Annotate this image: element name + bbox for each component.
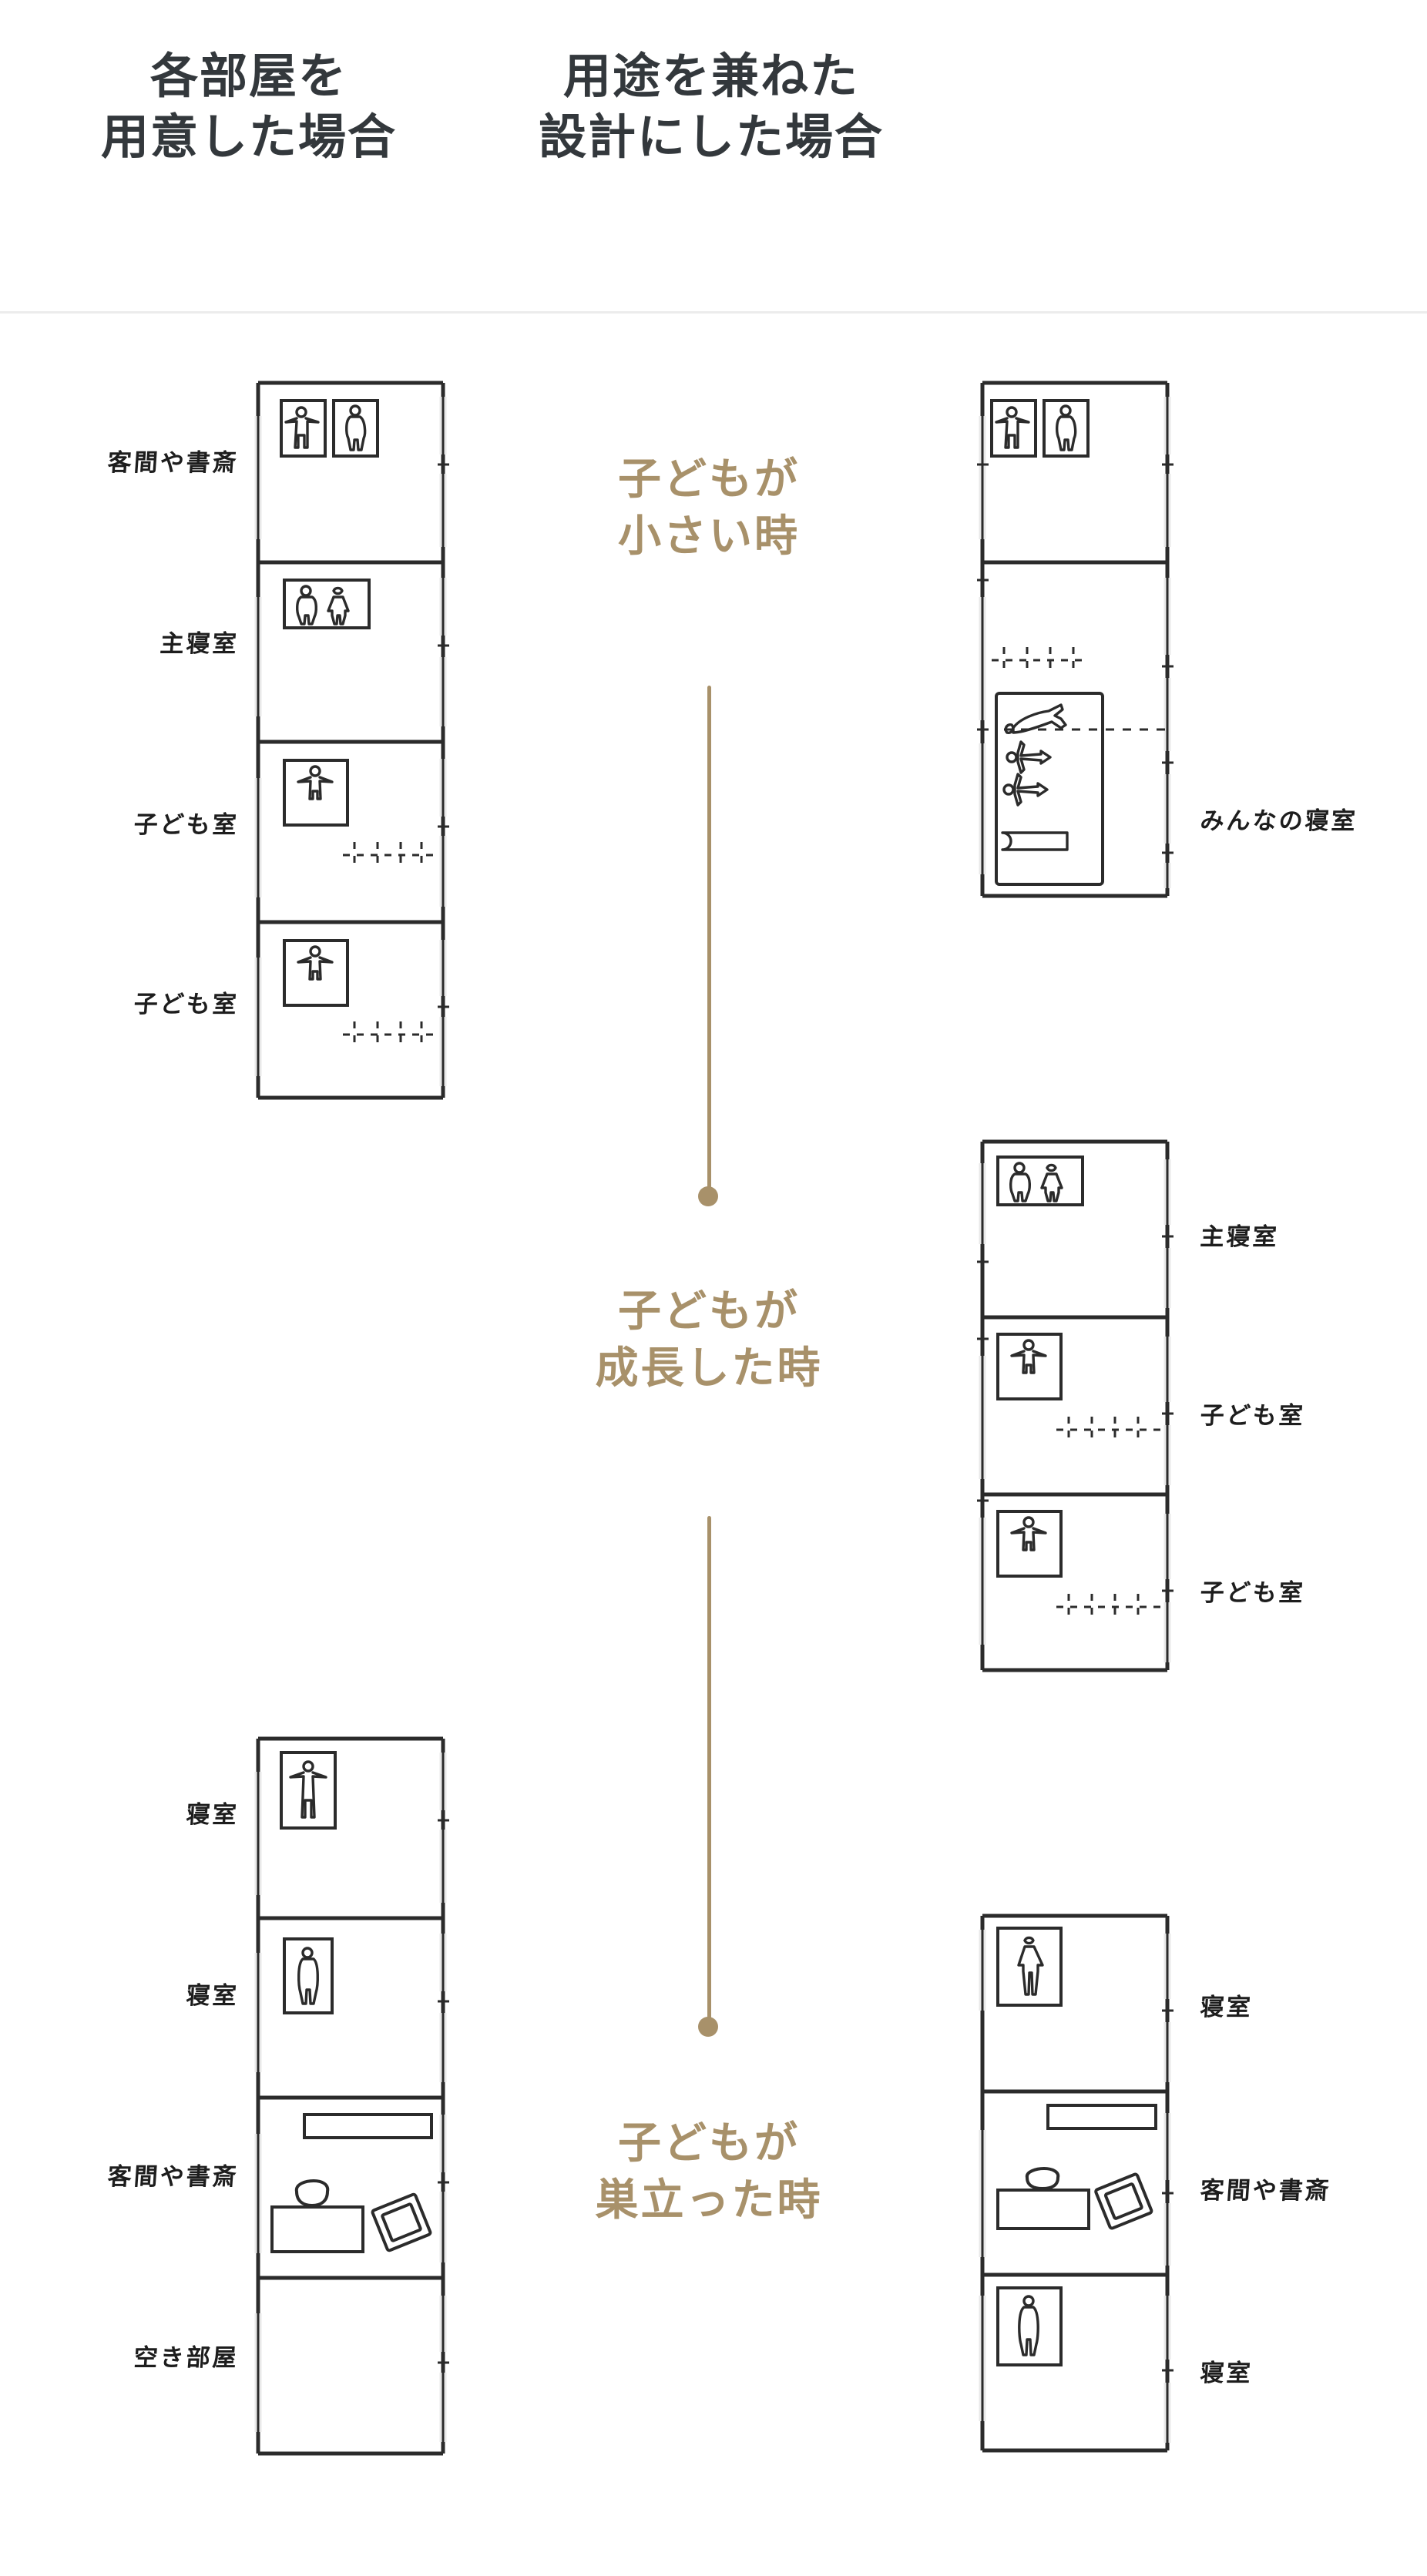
room-label-l3-4: 空き部屋 [133,2344,240,2372]
header-divider [0,311,1427,314]
stage3-line1: 子どもが [618,2118,800,2167]
header-title-left: 各部屋を 用意した場合 [0,46,606,169]
room-label-l3-3: 客間や書斎 [106,2163,240,2191]
timeline-dot-1 [698,1186,718,1206]
room-label-r3-3: 寝室 [1199,2360,1254,2387]
stage2-line2: 成長した時 [595,1343,823,1392]
room-label-r3-1: 寝室 [1199,1994,1254,2021]
room-label-l1-3: 子ども室 [133,811,240,839]
stage1-line1: 子どもが [618,454,800,503]
floorplan-stage1-right [975,374,1175,905]
header: 各部屋を 用意した場合 用途を兼ねた 設計にした場合 [0,0,1427,314]
timeline-segment-2 [707,1516,711,2024]
room-label-r1-1: みんなの寝室 [1199,807,1359,835]
stage-label-small-child: 子どもが 小さい時 [532,451,886,565]
room-label-r2-3: 子ども室 [1199,1579,1307,1607]
room-label-r2-2: 子ども室 [1199,1402,1307,1430]
header-left-line1: 各部屋を [149,50,348,103]
room-label-r2-1: 主寝室 [1199,1223,1281,1251]
timeline-segment-1 [707,686,711,1194]
stage1-line2: 小さい時 [618,511,800,560]
floorplan-stage1-left [250,374,451,1105]
header-right-line2: 設計にした場合 [538,111,884,165]
timeline-dot-2 [698,2017,718,2037]
floorplan-stage3-left [250,1729,451,2461]
room-label-l1-1: 客間や書斎 [106,449,240,477]
room-label-l1-4: 子ども室 [133,991,240,1018]
room-label-r3-2: 客間や書斎 [1199,2177,1333,2205]
floorplan-stage3-right [975,1907,1175,2461]
header-right-line1: 用途を兼ねた [562,50,859,103]
stage-label-left-home: 子どもが 巣立った時 [532,2115,886,2229]
floorplan-stage2-right [975,1132,1175,1679]
stage3-line2: 巣立った時 [595,2175,823,2224]
header-title-right: 用途を兼ねた 設計にした場合 [354,46,1068,169]
room-label-l1-2: 主寝室 [159,630,240,658]
room-label-l3-2: 寝室 [185,1982,240,2010]
header-left-line2: 用意した場合 [100,111,397,165]
stage2-line1: 子どもが [618,1286,800,1335]
room-label-l3-1: 寝室 [185,1801,240,1829]
stage-label-grown-child: 子どもが 成長した時 [532,1283,886,1397]
